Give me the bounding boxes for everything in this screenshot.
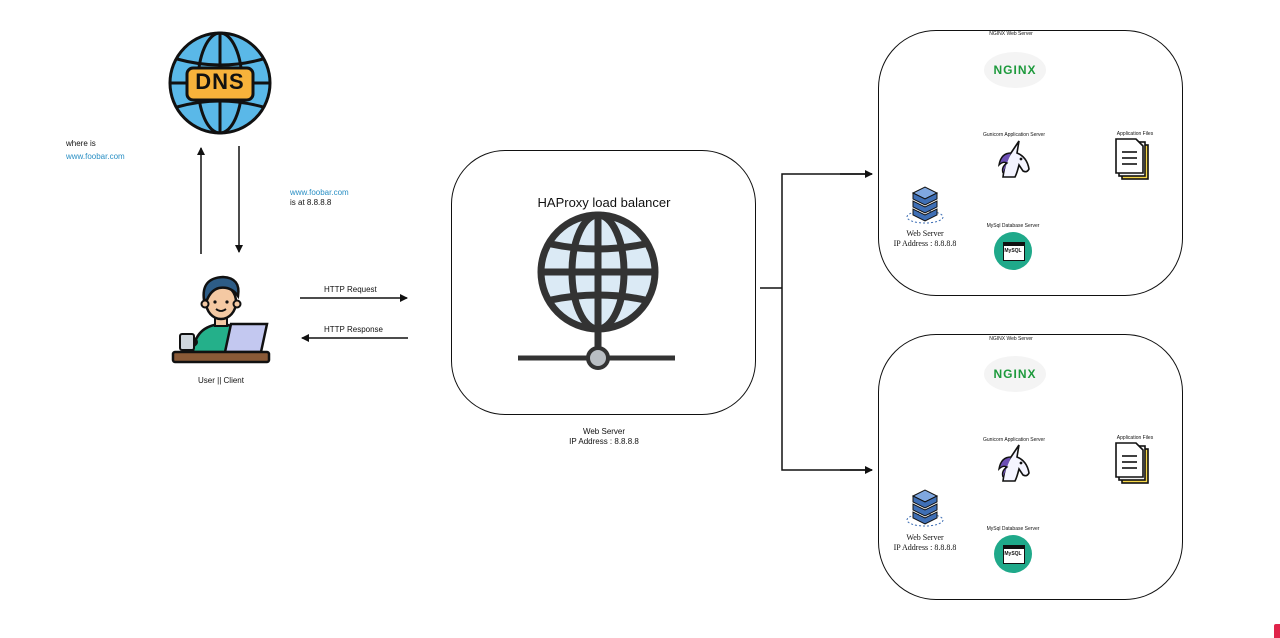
http-response-label: HTTP Response: [324, 325, 383, 334]
database-server-icon: [906, 186, 944, 224]
load-balancer-title: HAProxy load balancer: [537, 195, 671, 210]
dns-query-domain: www.foobar.com: [66, 152, 125, 161]
dns-globe-icon: [168, 31, 272, 135]
nginx-logo-icon: [984, 356, 1046, 392]
user-at-laptop-icon: [171, 275, 271, 364]
server-2-web-server-line1: Web Server: [906, 533, 944, 542]
unicorn-icon: [997, 444, 1030, 482]
dns-query-line1: where is: [66, 139, 96, 148]
server-2-app-server-label: Gunicorn Application Server: [983, 437, 1045, 443]
corner-mark: [1274, 624, 1280, 638]
server-2-title: NGINX Web Server: [989, 336, 1033, 342]
lb-caption-line2: IP Address : 8.8.8.8: [569, 437, 639, 446]
server-1-title: NGINX Web Server: [989, 31, 1033, 37]
server-2-app-files-label: Application Files: [1116, 435, 1154, 441]
server-2-db-label: MySql Database Server: [986, 526, 1040, 532]
lb-caption-line1: Web Server: [582, 427, 626, 436]
server-2-web-server-line2: IP Address : 8.8.8.8: [893, 543, 957, 552]
server-1-db-logo: MySQL: [1004, 248, 1022, 254]
globe-network-icon: [518, 211, 675, 370]
server-1-web-server-line1: Web Server: [906, 229, 944, 238]
database-server-icon: [906, 489, 944, 527]
dns-answer-ip: is at 8.8.8.8: [290, 198, 332, 207]
server-1-app-files-label: Application Files: [1116, 131, 1154, 137]
mysql-screen: [1003, 242, 1025, 261]
server-1-web-server-line2: IP Address : 8.8.8.8: [893, 239, 957, 248]
http-request-label: HTTP Request: [324, 285, 377, 294]
document-stack-icon: [1115, 138, 1149, 180]
server-2-nginx-logo: NGINX: [993, 367, 1037, 381]
server-1-db-label: MySql Database Server: [986, 223, 1040, 229]
server-1-app-server-label: Gunicorn Application Server: [983, 132, 1045, 138]
server-2-db-logo: MySQL: [1004, 551, 1022, 557]
mysql-screen: [1003, 545, 1025, 564]
nginx-logo-icon: [984, 52, 1046, 88]
client-label: User || Client: [198, 376, 244, 385]
server-1-nginx-logo: NGINX: [993, 63, 1037, 77]
dns-answer-domain: www.foobar.com: [290, 188, 349, 197]
unicorn-icon: [997, 140, 1030, 178]
document-stack-icon: [1115, 442, 1149, 484]
dns-label: DNS: [195, 69, 245, 94]
connector-lb-to-servers: [760, 173, 872, 471]
